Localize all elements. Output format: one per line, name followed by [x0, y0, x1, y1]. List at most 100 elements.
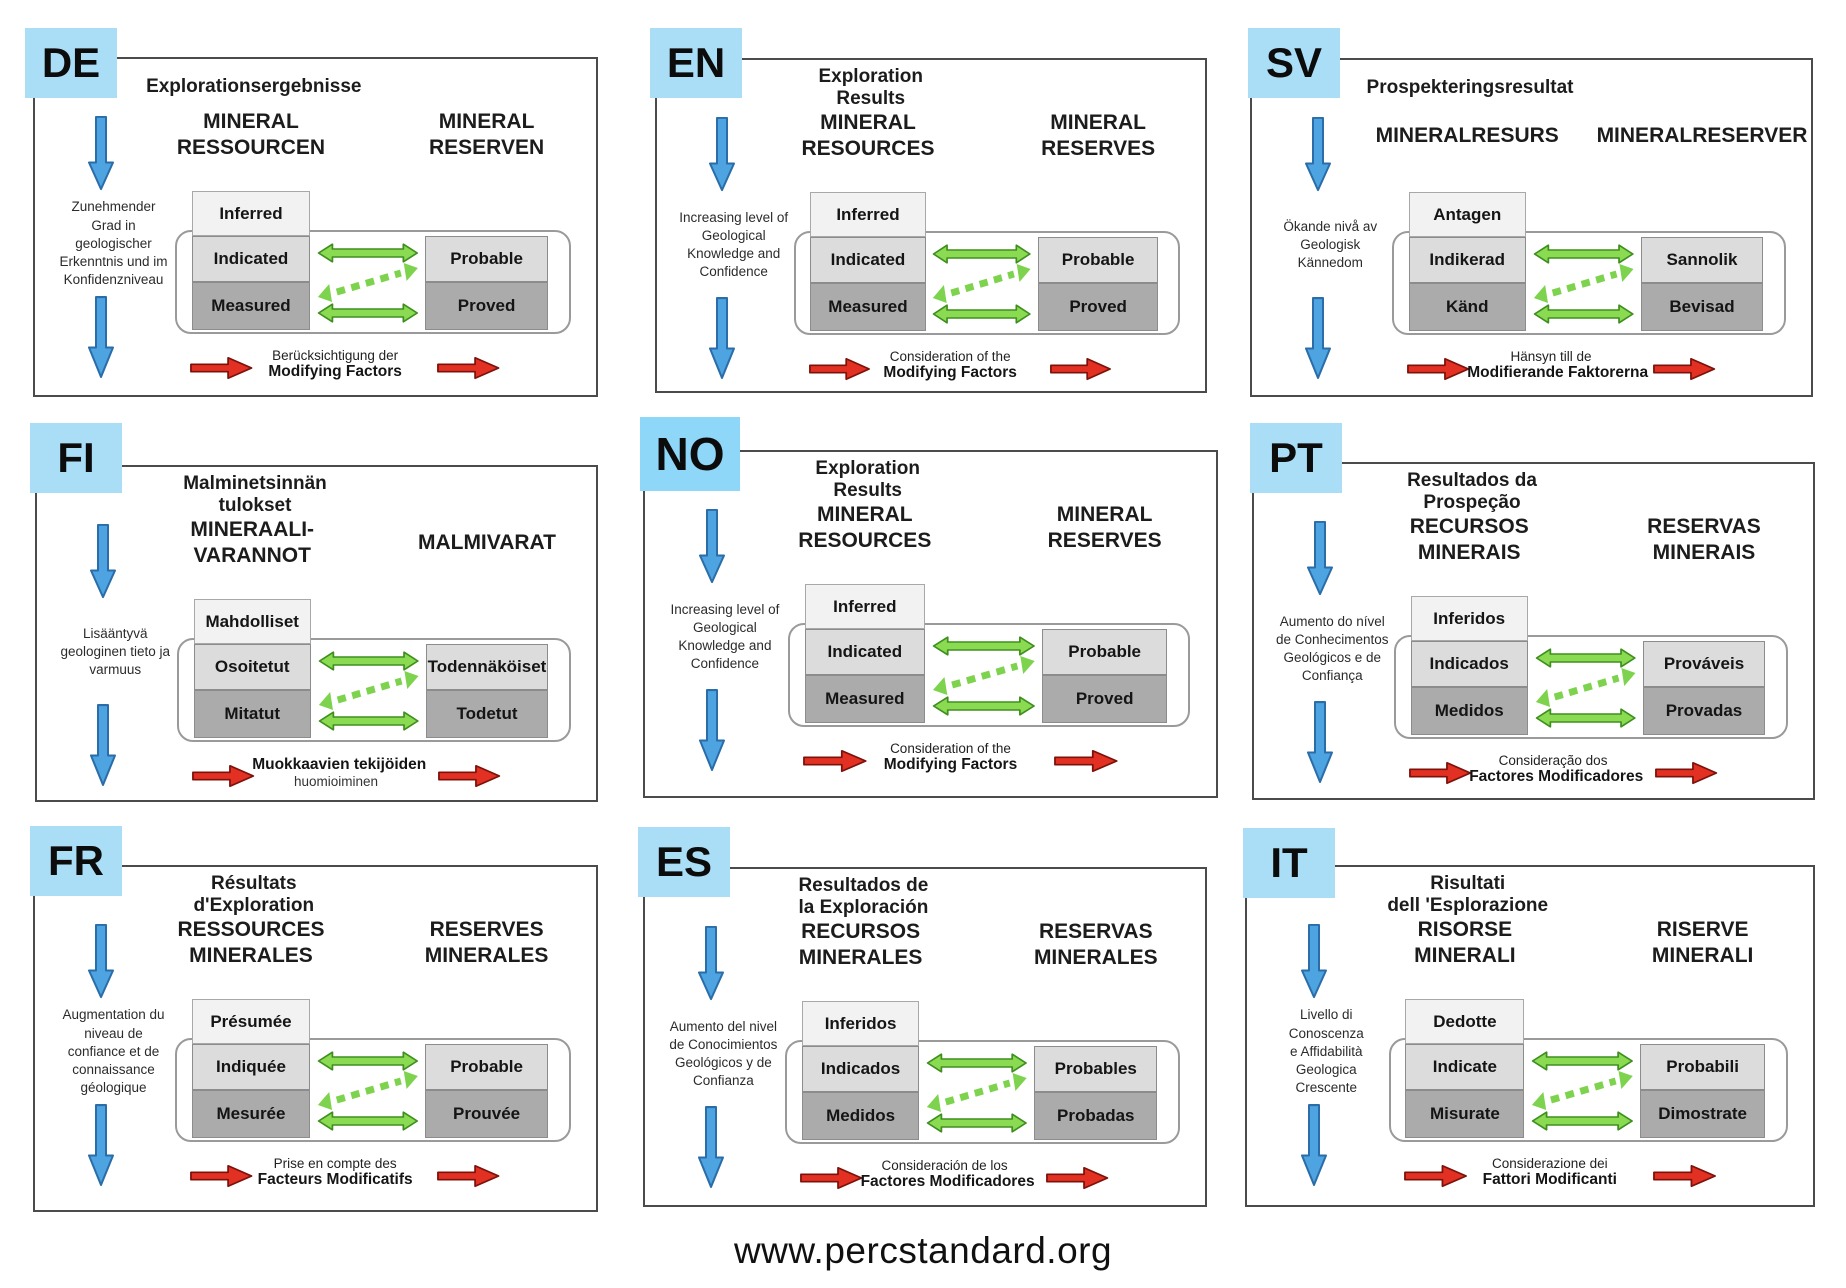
double-headed-arrow-icon	[925, 1051, 1029, 1075]
language-code: NO	[655, 428, 725, 480]
resource-cell-indicated: Osoitetut	[193, 644, 311, 690]
reserve-cell-probable: Prováveis	[1642, 641, 1766, 687]
dashed-double-headed-arrow-icon	[931, 261, 1032, 305]
right-arrow-icon	[802, 748, 868, 774]
language-code-badge: FI	[30, 423, 122, 493]
panel-no: NO Exploration Results Increasing level …	[640, 417, 1218, 798]
language-code-badge: PT	[1250, 423, 1342, 493]
modifying-factors-label: Muokkaavien tekijöiden huomioiminen	[252, 756, 427, 796]
mineral-resources-header: MINERAL RESOURCES	[798, 502, 932, 552]
language-code-badge: IT	[1243, 828, 1335, 898]
right-arrow-icon	[1406, 356, 1470, 382]
double-headed-arrow-icon	[931, 302, 1032, 326]
modifying-factors-line1: Prise en compte des	[273, 1156, 397, 1171]
reserve-cell-probable: Probable	[1041, 629, 1168, 675]
mineral-reserves-header: RESERVES MINERALES	[424, 917, 549, 967]
modifying-factors-line1: Consideração dos	[1498, 753, 1608, 768]
panel-title: Exploration Results	[818, 66, 923, 109]
right-arrow-icon	[436, 1163, 501, 1189]
modifying-factors-line2: Factores Modificadores	[1469, 768, 1644, 785]
resource-cell-indicated: Indikerad	[1408, 237, 1526, 283]
knowledge-axis-label: Ökande nivå av Geologisk Kännedom	[1283, 218, 1378, 271]
modifying-factors-label: Berücksichtigung der Modifying Factors	[251, 348, 419, 388]
double-headed-arrow-icon	[1532, 242, 1635, 266]
down-arrow-icon	[1300, 1103, 1327, 1187]
down-arrow-icon	[709, 296, 736, 380]
modifying-factors-line2: Modifierande Faktorerna	[1467, 364, 1649, 381]
dashed-double-headed-arrow-icon	[931, 653, 1037, 697]
reserve-cell-proved: Proved	[424, 282, 549, 330]
right-arrow-icon	[1045, 1165, 1109, 1191]
language-code-badge: EN	[650, 28, 742, 98]
panel-fi: FI Malminetsinnän tulokset Lisääntyvä ge…	[30, 423, 598, 802]
right-arrow-icon	[808, 356, 871, 382]
reserve-cell-probable: Probable	[424, 236, 549, 282]
knowledge-axis-label: Zunehmender Grad in geologischer Erkennt…	[59, 199, 168, 288]
mineral-reserves-header: MALMIVARAT	[417, 530, 556, 554]
resource-cell-inferred: Inferidos	[1410, 596, 1528, 641]
mineral-resources-header: MINERALRESURS	[1375, 123, 1559, 147]
mineral-reserves-header: MINERAL RESERVES	[1041, 110, 1156, 160]
mineral-reserves-header: RESERVAS MINERAIS	[1647, 514, 1761, 564]
double-headed-arrow-icon	[925, 1111, 1029, 1135]
language-code: ES	[655, 838, 713, 885]
language-code-badge: ES	[638, 827, 730, 897]
knowledge-axis-label: Aumento do nível de Conhecimentos Geológ…	[1275, 613, 1389, 684]
modifying-factors-line1: Consideración de los	[881, 1158, 1008, 1173]
reserve-cell-proved: Provadas	[1642, 687, 1766, 735]
mineral-reserves-header: RESERVAS MINERALES	[1033, 919, 1158, 969]
modifying-factors-label: Consideração dos Factores Modificadores	[1469, 753, 1644, 793]
modifying-factors-line1: Muokkaavien tekijöiden	[252, 756, 427, 773]
mineral-resources-header: MINERAALI- VARANNOT	[190, 517, 315, 567]
knowledge-axis-label: Augmentation du niveau de confiance et d…	[62, 1007, 165, 1096]
reserve-cell-proved: Probadas	[1034, 1092, 1158, 1140]
right-arrow-icon	[189, 355, 254, 381]
mineral-resources-header: MINERAL RESSOURCEN	[176, 109, 326, 159]
language-code-badge: DE	[25, 28, 117, 98]
resource-cell-measured: Measured	[192, 282, 310, 330]
right-arrow-icon	[1053, 748, 1119, 774]
reserve-cell-proved: Prouvée	[424, 1090, 549, 1138]
mineral-reserves-header: RISERVE MINERALI	[1651, 917, 1754, 967]
double-headed-arrow-icon	[931, 694, 1037, 718]
panel-it: IT Risultati dell 'Esplorazione Livello …	[1243, 828, 1815, 1207]
reserve-cell-proved: Dimostrate	[1640, 1090, 1765, 1138]
panel-title: Explorationsergebnisse	[146, 76, 362, 98]
resource-cell-indicated: Indiquée	[192, 1044, 310, 1090]
knowledge-axis-label: Aumento del nivel de Conocimientos Geoló…	[669, 1018, 778, 1089]
double-headed-arrow-icon	[316, 241, 420, 265]
modifying-factors-label: Consideration of the Modifying Factors	[865, 741, 1036, 781]
double-headed-arrow-icon	[317, 709, 420, 733]
resource-cell-measured: Känd	[1408, 283, 1526, 331]
double-headed-arrow-icon	[931, 242, 1032, 266]
resource-cell-indicated: Indicated	[804, 629, 925, 675]
language-code: FI	[57, 434, 95, 481]
modifying-factors-label: Consideration of the Modifying Factors	[868, 349, 1032, 389]
panel-title: Résultats d'Exploration	[193, 873, 315, 916]
down-arrow-icon	[90, 703, 117, 787]
panel-title: Resultados da Prospeção	[1407, 470, 1537, 513]
panel-es: ES Resultados de la Exploración Aumento …	[638, 827, 1207, 1207]
mineral-resources-header: RECURSOS MINERALES	[798, 919, 923, 969]
resource-cell-inferred: Antagen	[1408, 192, 1526, 237]
modifying-factors-line2: Modifying Factors	[883, 756, 1018, 773]
panel-title: Prospekteringsresultat	[1366, 77, 1574, 99]
knowledge-axis-label: Livello di Conoscenza e Affidabilità Geo…	[1288, 1007, 1364, 1096]
knowledge-axis-label: Lisääntyvä geologinen tieto ja varmuus	[60, 625, 171, 678]
panel-fr: FR Résultats d'Exploration Augmentation …	[30, 826, 598, 1212]
panel-title: Malminetsinnän tulokset	[183, 473, 327, 516]
down-arrow-icon	[88, 923, 115, 999]
right-arrow-icon	[437, 763, 501, 789]
right-arrow-icon	[1403, 1163, 1468, 1189]
language-code-badge: NO	[640, 417, 740, 491]
right-arrow-icon	[189, 1163, 254, 1189]
resource-cell-inferred: Inferred	[804, 584, 925, 629]
down-arrow-icon	[90, 523, 117, 599]
down-arrow-icon	[1305, 296, 1332, 380]
reserve-cell-probable: Probable	[1037, 237, 1159, 283]
double-headed-arrow-icon	[316, 301, 420, 325]
down-arrow-icon	[698, 925, 725, 1001]
down-arrow-icon	[1305, 116, 1332, 192]
double-headed-arrow-icon	[931, 634, 1037, 658]
